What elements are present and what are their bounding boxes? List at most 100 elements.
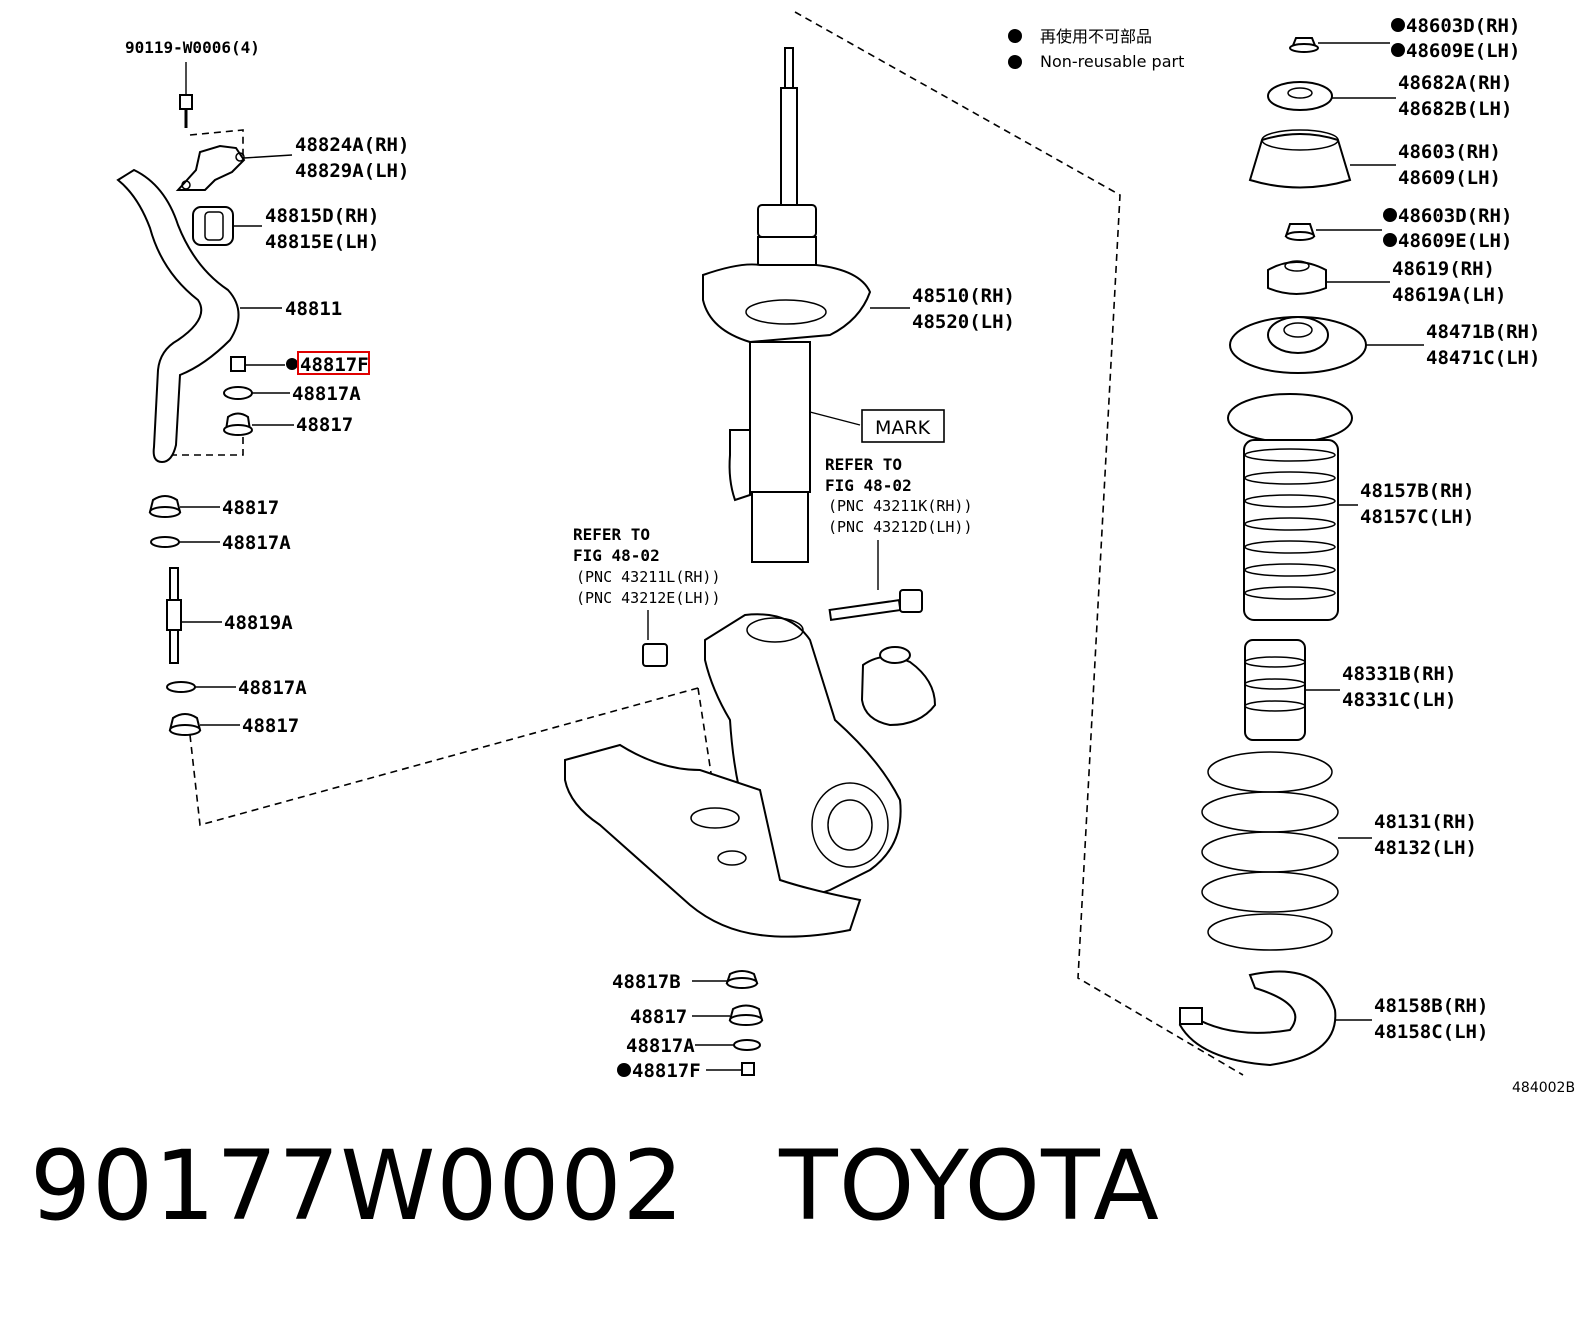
- stabilizer-bolt: [179, 94, 193, 128]
- non-reusable-dot-icon: [617, 1063, 631, 1077]
- caption: 90177W0002 TOYOTA: [30, 1130, 1160, 1242]
- legend: 再使用不可部品 Non-reusable part: [1008, 27, 1184, 71]
- label-48811: 48811: [285, 298, 342, 320]
- non-reusable-dot-icon: [1383, 208, 1397, 222]
- label-48817A-4: 48817A: [626, 1035, 695, 1057]
- label-48682A: 48682A(RH): [1398, 72, 1512, 94]
- label-48331C: 48331C(LH): [1342, 689, 1456, 711]
- diagram-code: 484002B: [1512, 1080, 1575, 1096]
- label-48158B: 48158B(RH): [1374, 995, 1488, 1017]
- legend-dot-icon: [1008, 55, 1022, 69]
- legend-en: Non-reusable part: [1040, 52, 1184, 71]
- strut-bolt: [828, 589, 923, 621]
- cushion-48817-top: [223, 412, 253, 436]
- label-48603: 48603(RH): [1398, 141, 1501, 163]
- collar-48619: [1267, 260, 1327, 295]
- mark-box: [861, 409, 945, 443]
- label-48609E-2: 48609E(LH): [1398, 230, 1512, 252]
- nut-48817F-bottom: [741, 1062, 755, 1076]
- refer2-line3: (PNC 43211L(RH)): [576, 568, 721, 586]
- dashed-link-group: [170, 430, 244, 456]
- retainer-48682: [1267, 81, 1333, 111]
- non-reusable-dot-icon: [1383, 233, 1397, 247]
- caption-part-number: 90177W0002: [30, 1130, 685, 1242]
- stabilizer-bushing: [192, 206, 234, 246]
- refer1-line2: FIG 48-02: [825, 476, 912, 495]
- dashed-group-line-right: [794, 11, 1244, 1076]
- label-48157C: 48157C(LH): [1360, 506, 1474, 528]
- dust-boot-48157: [1227, 393, 1353, 621]
- label-48157B: 48157B(RH): [1360, 480, 1474, 502]
- label-48817A-2: 48817A: [222, 532, 291, 554]
- label-48471C: 48471C(LH): [1426, 347, 1540, 369]
- refer2-line4: (PNC 43212E(LH)): [576, 589, 721, 607]
- caption-brand: TOYOTA: [779, 1130, 1160, 1242]
- spring-insulator-48158: [1178, 970, 1337, 1067]
- cushion-48817-4: [728, 1004, 764, 1026]
- label-48817-3: 48817: [242, 715, 299, 737]
- washer-48817A-top: [223, 386, 253, 400]
- dashed-group-line-left: [189, 687, 699, 827]
- coil-spring-48131: [1201, 751, 1339, 951]
- label-48817F-bottom: 48817F: [632, 1060, 701, 1082]
- nut-48603D-top: [1289, 37, 1319, 53]
- refer2-line1: REFER TO: [573, 525, 650, 544]
- stabilizer-bar: [116, 168, 240, 464]
- label-48817-2: 48817: [222, 497, 279, 519]
- label-48603D-1: 48603D(RH): [1406, 15, 1520, 37]
- non-reusable-dot-icon: [1391, 43, 1405, 57]
- label-48829A: 48829A(LH): [295, 160, 409, 182]
- dashed-bracket-top: [189, 129, 244, 160]
- washer-48817A-4: [733, 1039, 761, 1051]
- washer-48817A-3: [166, 681, 196, 693]
- support-48603: [1248, 129, 1352, 189]
- label-48510: 48510(RH): [912, 285, 1015, 307]
- label-48619A: 48619A(LH): [1392, 284, 1506, 306]
- label-mark: MARK: [875, 417, 931, 439]
- refer1-line4: (PNC 43212D(LH)): [828, 518, 973, 536]
- cushion-48817B: [725, 970, 759, 989]
- stabilizer-bracket: [175, 144, 246, 191]
- legend-jp: 再使用不可部品: [1040, 27, 1152, 46]
- label-48817F-highlighted: 48817F: [300, 354, 369, 376]
- label-48824A: 48824A(RH): [295, 134, 409, 156]
- label-48132: 48132(LH): [1374, 837, 1477, 859]
- label-48609: 48609(LH): [1398, 167, 1501, 189]
- label-48609E-1: 48609E(LH): [1406, 40, 1520, 62]
- leader: [243, 154, 293, 159]
- shock-absorber: [702, 47, 872, 563]
- label-48815D: 48815D(RH): [265, 205, 379, 227]
- label-48817-1: 48817: [296, 414, 353, 436]
- label-48815E: 48815E(LH): [265, 231, 379, 253]
- highlight-box: [297, 351, 370, 375]
- label-48131: 48131(RH): [1374, 811, 1477, 833]
- refer1-line1: REFER TO: [825, 455, 902, 474]
- label-48331B: 48331B(RH): [1342, 663, 1456, 685]
- legend-dot-icon: [1008, 29, 1022, 43]
- label-48817A-top: 48817A: [292, 383, 361, 405]
- cushion-48817-3: [168, 713, 202, 736]
- leader: [809, 411, 861, 426]
- non-reusable-dot-icon: [286, 358, 298, 370]
- label-48471B: 48471B(RH): [1426, 321, 1540, 343]
- label-48520: 48520(LH): [912, 311, 1015, 333]
- strut-nut: [642, 643, 668, 667]
- label-48817-4: 48817: [630, 1006, 687, 1028]
- label-48819A: 48819A: [224, 612, 293, 634]
- washer-48817A-2: [150, 536, 180, 548]
- refer1-line3: (PNC 43211K(RH)): [828, 497, 973, 515]
- label-48817A-3: 48817A: [238, 677, 307, 699]
- lower-control-arm: [564, 743, 862, 938]
- bump-stopper-48331: [1244, 639, 1306, 741]
- label-48682B: 48682B(LH): [1398, 98, 1512, 120]
- seat-48471: [1229, 316, 1367, 374]
- refer2-line2: FIG 48-02: [573, 546, 660, 565]
- nut-48603D-2: [1284, 223, 1316, 241]
- cushion-48817-2: [148, 495, 182, 518]
- label-48158C: 48158C(LH): [1374, 1021, 1488, 1043]
- non-reusable-dot-icon: [1391, 18, 1405, 32]
- label-48817B: 48817B: [612, 971, 681, 993]
- label-90119-W0006: 90119-W0006(4): [125, 38, 260, 57]
